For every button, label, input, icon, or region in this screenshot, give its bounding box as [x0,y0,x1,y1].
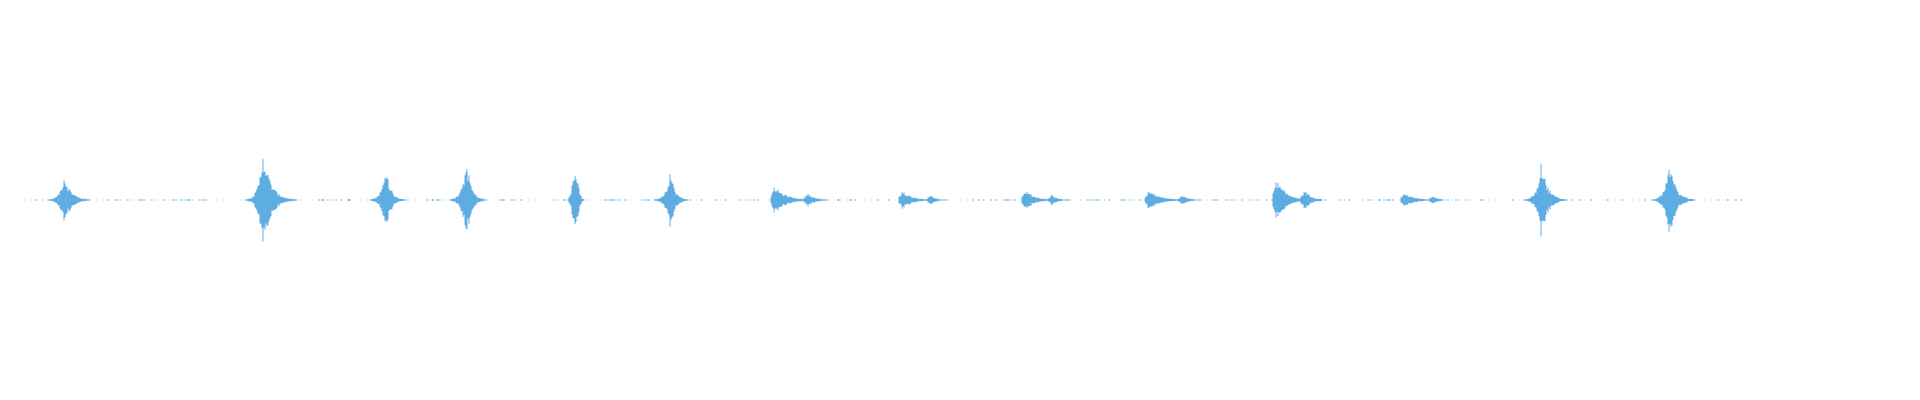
waveform-signal [34,158,1743,242]
waveform-burst-11 [1270,179,1282,221]
waveform-burst-5 [570,170,582,229]
waveform-burst-12 [1398,192,1410,208]
waveform-burst-7 [768,186,780,214]
waveform-burst-8 [896,191,908,210]
waveform-burst-13 [1535,159,1547,240]
waveform-burst-10 [1142,191,1154,210]
waveform-burst-4 [461,157,473,242]
waveform-burst-14 [1663,158,1675,241]
waveform-burst-9 [1019,190,1031,211]
waveform-burst-2 [257,148,269,252]
waveform-burst-1 [58,174,70,226]
waveform-burst-6 [664,169,676,231]
waveform-burst-3 [380,165,392,236]
